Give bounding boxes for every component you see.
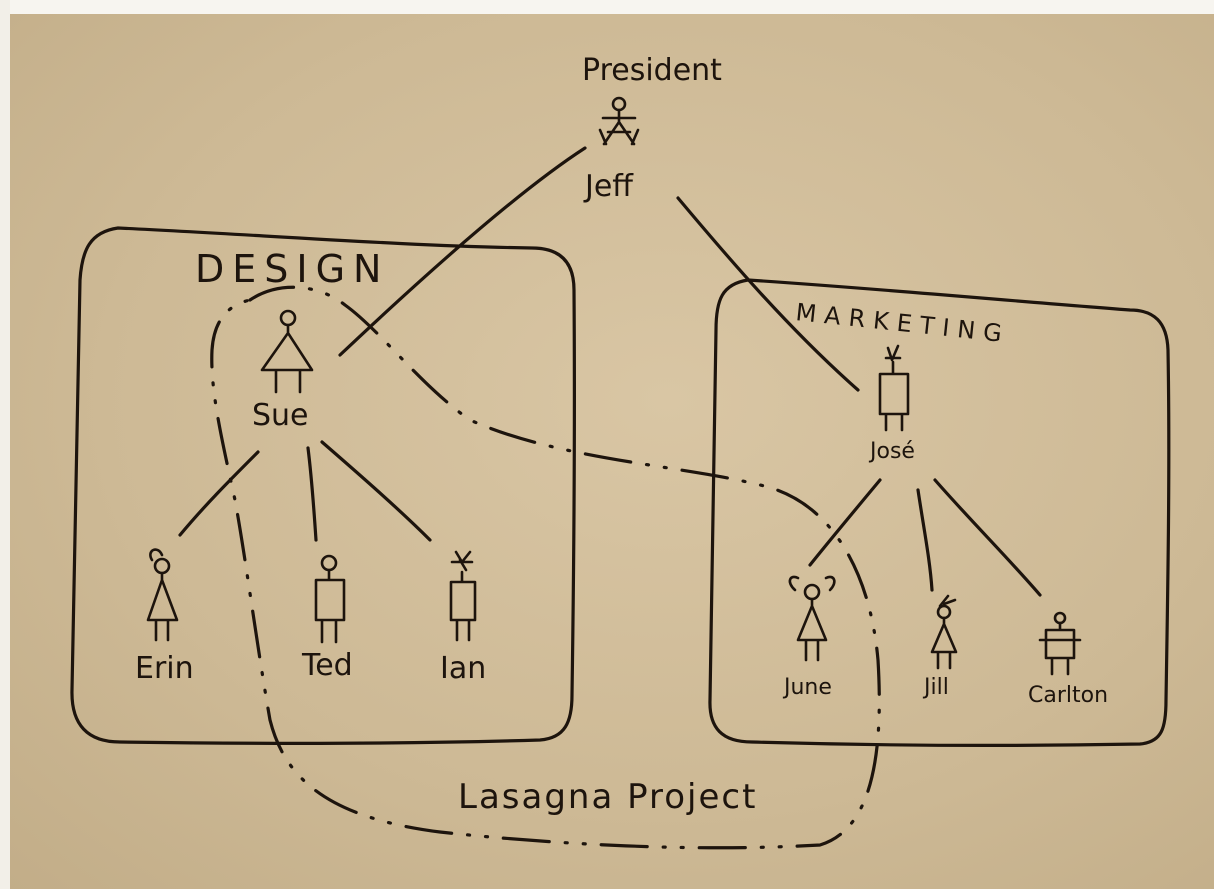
line-sue-ian [320, 440, 432, 542]
jose-figure-icon [878, 344, 910, 432]
ian-name: Ian [440, 651, 486, 686]
ian-figure-icon [449, 550, 477, 642]
lasagna-project-boundary [210, 285, 881, 850]
ted-figure-icon [314, 554, 346, 644]
jeff-figure-icon [598, 96, 640, 146]
line-jose-carlton [933, 478, 1042, 597]
ted-name: Ted [301, 648, 353, 683]
carlton-figure-icon [1038, 611, 1082, 676]
marketing-group-label: MARKETING [794, 298, 1011, 348]
june-name: June [782, 675, 832, 700]
carlton-name: Carlton [1028, 683, 1108, 708]
line-jeff-jose [676, 196, 860, 392]
jeff-name: Jeff [583, 169, 634, 204]
sue-figure-icon [260, 309, 314, 394]
design-group-box [70, 226, 576, 745]
jill-figure-icon [930, 594, 958, 670]
jose-name: José [868, 439, 915, 464]
erin-name: Erin [135, 651, 194, 686]
line-sue-erin [178, 450, 260, 537]
line-jose-jill [916, 488, 934, 592]
marketing-group-box [708, 278, 1171, 747]
june-figure-icon [788, 575, 836, 662]
line-jeff-sue [338, 146, 587, 357]
connection-lines [178, 146, 1042, 597]
design-group-label: DESIGN [195, 247, 389, 291]
line-jose-june [808, 478, 882, 567]
lasagna-project-label: Lasagna Project [458, 777, 757, 817]
sue-name: Sue [252, 398, 309, 433]
line-sue-ted [306, 446, 318, 542]
erin-figure-icon [146, 548, 179, 642]
president-label: President [582, 53, 722, 88]
jill-name: Jill [922, 675, 949, 700]
